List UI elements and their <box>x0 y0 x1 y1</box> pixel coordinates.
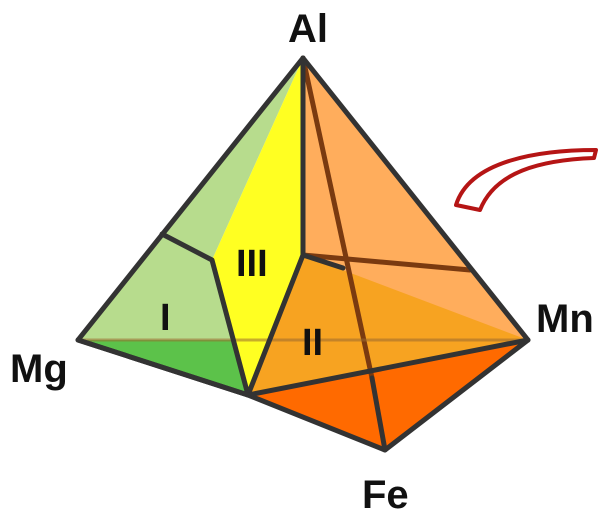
tetrahedron-outline <box>75 55 531 453</box>
region-label-iii: III <box>236 243 268 285</box>
inner-edge-al-fe <box>300 55 375 381</box>
region-ii-face <box>248 255 528 395</box>
region-label-ii: II <box>302 322 323 364</box>
vertex-label-mg: Mg <box>10 347 68 391</box>
region-label-i: I <box>160 297 171 339</box>
vertex-label-mn: Mn <box>536 297 594 341</box>
boundary-ii-bottom <box>245 337 531 398</box>
vertex-label-al: Al <box>288 7 328 51</box>
edge-mid-fe <box>369 375 388 453</box>
region-i-face <box>78 58 303 395</box>
vertex-label-fe: Fe <box>362 473 409 517</box>
inner-edge-mid-mn <box>300 252 473 273</box>
edge-mg-front <box>75 337 251 398</box>
boundary-iii-ii <box>245 252 346 398</box>
boundary-i-iii <box>159 231 251 398</box>
curved-arrow-icon <box>454 148 598 212</box>
